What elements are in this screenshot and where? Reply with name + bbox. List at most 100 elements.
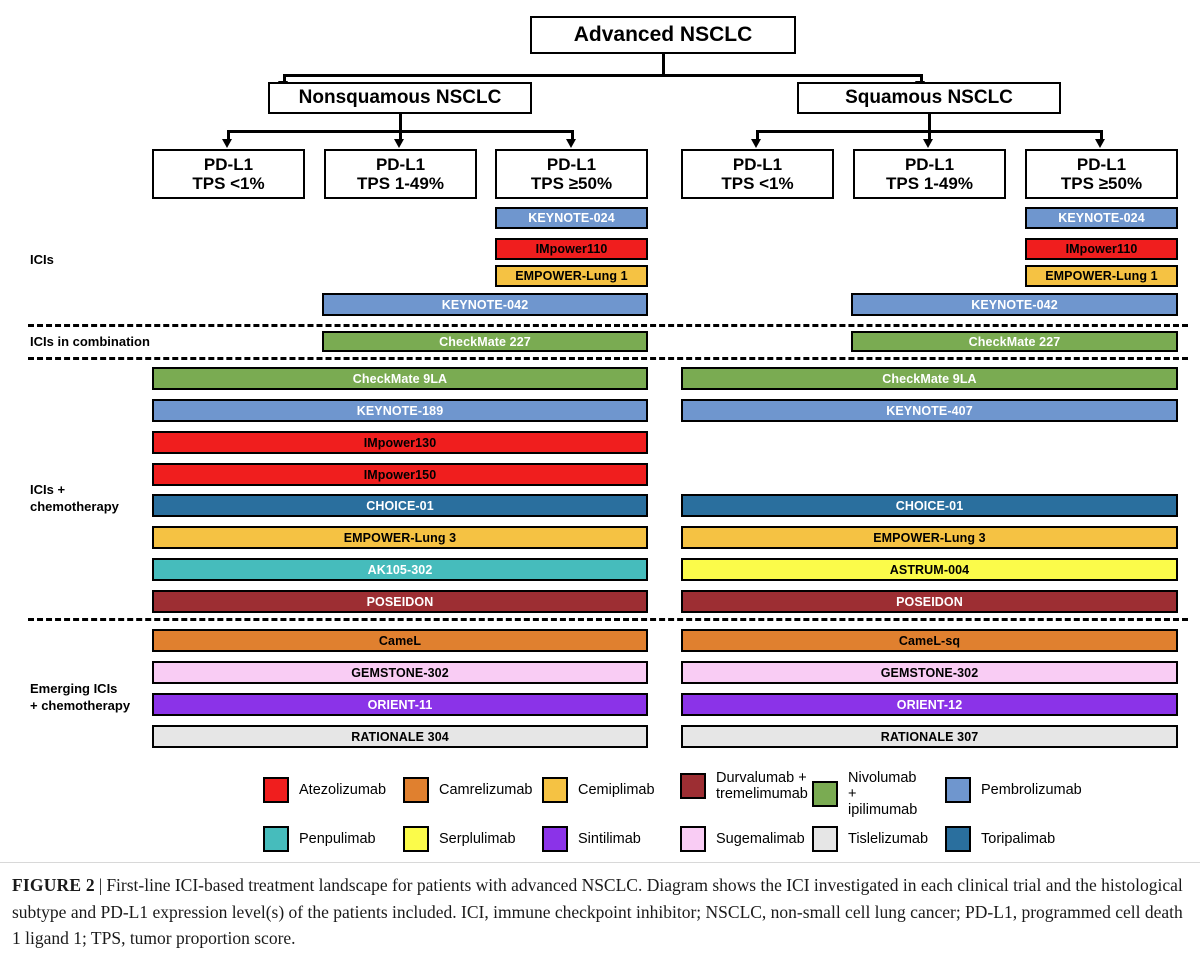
trial-bar-label: RATIONALE 307: [880, 729, 979, 744]
legend-swatch-icon: [542, 777, 568, 803]
separator-above-icis-combination: [28, 324, 1188, 327]
legend-swatch-icon: [542, 826, 568, 852]
trial-bar-empower-lung-3-squamous[interactable]: EMPOWER-Lung 3: [681, 526, 1178, 549]
trial-bar-gemstone-302-squamous[interactable]: GEMSTONE-302: [681, 661, 1178, 684]
trial-bar-label: EMPOWER-Lung 1: [1045, 269, 1158, 283]
trial-bar-orient-12-squamous[interactable]: ORIENT-12: [681, 693, 1178, 716]
legend-label: Atezolizumab: [299, 781, 387, 798]
connector-to-squamous: [920, 74, 923, 83]
trial-bar-label: IMpower110: [1065, 242, 1138, 256]
trial-bar-label: KEYNOTE-042: [441, 297, 529, 312]
trial-bar-keynote-042-squamous[interactable]: KEYNOTE-042: [851, 293, 1178, 316]
legend-item-camrelizumab: Camrelizumab: [403, 777, 532, 803]
legend-swatch-icon: [812, 826, 838, 852]
trial-bar-label: POSEIDON: [896, 594, 963, 609]
trial-bar-impower110-squamous[interactable]: IMpower110: [1025, 238, 1178, 260]
legend-swatch-icon: [945, 826, 971, 852]
connector-root-stem: [662, 54, 665, 75]
arrowhead-nonsq-col2: [394, 139, 404, 148]
trial-bar-label: CameL-sq: [898, 633, 961, 648]
trial-bar-poseidon-nonsquamous[interactable]: POSEIDON: [152, 590, 648, 613]
trial-bar-ak105-302-nonsquamous[interactable]: AK105-302: [152, 558, 648, 581]
trial-bar-keynote-024-squamous[interactable]: KEYNOTE-024: [1025, 207, 1178, 229]
trial-bar-label: CHOICE-01: [895, 498, 964, 513]
subtype-label-squamous: Squamous NSCLC: [845, 87, 1013, 109]
legend-label: Durvalumab + tremelimumab: [716, 770, 808, 803]
section-label-emerging-icis: Emerging ICIs + chemotherapy: [30, 665, 130, 714]
pdl1-box-sq-tps-lt1: PD-L1 TPS <1%: [681, 149, 834, 199]
trial-bar-empower-lung-1-nonsquamous[interactable]: EMPOWER-Lung 1: [495, 265, 648, 287]
legend-item-atezolizumab: Atezolizumab: [263, 777, 386, 803]
trial-bar-impower110-nonsquamous[interactable]: IMpower110: [495, 238, 648, 260]
legend-item-penpulimab: Penpulimab: [263, 826, 376, 852]
trial-bar-label: CheckMate 227: [968, 334, 1061, 349]
trial-bar-checkmate-227-nonsquamous[interactable]: CheckMate 227: [322, 331, 648, 352]
connector-sq-col2: [928, 130, 931, 141]
pdl1-line2: TPS 1-49%: [886, 174, 973, 193]
trial-bar-keynote-042-nonsquamous[interactable]: KEYNOTE-042: [322, 293, 648, 316]
legend-item-nivolumab-ipilimumab: Nivolumab + ipilimumab: [812, 770, 917, 819]
connector-sq-stem: [928, 114, 931, 131]
pdl1-line1: PD-L1: [203, 154, 254, 174]
trial-bar-astrum-004-squamous[interactable]: ASTRUM-004: [681, 558, 1178, 581]
root-box-advanced-nsclc: Advanced NSCLC: [530, 16, 796, 54]
trial-bar-impower130-nonsquamous[interactable]: IMpower130: [152, 431, 648, 454]
trial-bar-keynote-024-nonsquamous[interactable]: KEYNOTE-024: [495, 207, 648, 229]
trial-bar-label: AK105-302: [367, 562, 433, 577]
pdl1-box-nonsq-tps-ge50: PD-L1 TPS ≥50%: [495, 149, 648, 199]
trial-bar-label: EMPOWER-Lung 1: [515, 269, 628, 283]
connector-nonsq-stem: [399, 114, 402, 131]
pdl1-box-nonsq-tps-lt1: PD-L1 TPS <1%: [152, 149, 305, 199]
pdl1-line2: TPS <1%: [721, 174, 794, 193]
trial-bar-poseidon-squamous[interactable]: POSEIDON: [681, 590, 1178, 613]
section-label-icis-combination: ICIs in combination: [30, 334, 150, 350]
legend-label: Camrelizumab: [439, 781, 533, 798]
trial-bar-label: CheckMate 227: [439, 334, 531, 349]
trial-bar-empower-lung-3-nonsquamous[interactable]: EMPOWER-Lung 3: [152, 526, 648, 549]
trial-bar-camel-nonsquamous[interactable]: CameL: [152, 629, 648, 652]
figure-caption-separator: |: [98, 875, 103, 895]
trial-bar-choice-01-nonsquamous[interactable]: CHOICE-01: [152, 494, 648, 517]
legend-item-toripalimab: Toripalimab: [945, 826, 1055, 852]
section-label-icis-text: ICIs: [30, 252, 54, 267]
arrowhead-sq-col3: [1095, 139, 1105, 148]
trial-bar-gemstone-302-nonsquamous[interactable]: GEMSTONE-302: [152, 661, 648, 684]
trial-bar-orient-11-nonsquamous[interactable]: ORIENT-11: [152, 693, 648, 716]
trial-bar-label: ORIENT-11: [367, 697, 433, 712]
legend-swatch-icon: [680, 826, 706, 852]
trial-bar-label: EMPOWER-Lung 3: [343, 530, 457, 545]
section-label-icis: ICIs: [30, 252, 54, 268]
trial-bar-label: CHOICE-01: [366, 498, 434, 513]
legend-item-cemiplimab: Cemiplimab: [542, 777, 655, 803]
trial-bar-rationale-304-nonsquamous[interactable]: RATIONALE 304: [152, 725, 648, 748]
arrowhead-sq-col1: [751, 139, 761, 148]
trial-bar-keynote-189-nonsquamous[interactable]: KEYNOTE-189: [152, 399, 648, 422]
trial-bar-rationale-307-squamous[interactable]: RATIONALE 307: [681, 725, 1178, 748]
trial-bar-label: IMpower130: [363, 435, 437, 450]
pdl1-line1: PD-L1: [546, 154, 597, 174]
legend-swatch-icon: [263, 826, 289, 852]
arrowhead-nonsq-col3: [566, 139, 576, 148]
trial-bar-label: KEYNOTE-042: [971, 297, 1058, 312]
caption-divider: [0, 862, 1200, 863]
pdl1-line1: PD-L1: [375, 154, 426, 174]
trial-bar-choice-01-squamous[interactable]: CHOICE-01: [681, 494, 1178, 517]
trial-bar-label: ASTRUM-004: [889, 562, 970, 577]
trial-bar-empower-lung-1-squamous[interactable]: EMPOWER-Lung 1: [1025, 265, 1178, 287]
trial-bar-keynote-407-squamous[interactable]: KEYNOTE-407: [681, 399, 1178, 422]
legend-swatch-icon: [403, 777, 429, 803]
pdl1-line2: TPS 1-49%: [357, 174, 444, 193]
legend-label: Sugemalimab: [716, 830, 805, 847]
trial-bar-checkmate-9la-nonsquamous[interactable]: CheckMate 9LA: [152, 367, 648, 390]
trial-bar-label: KEYNOTE-407: [886, 403, 973, 418]
trial-bar-impower150-nonsquamous[interactable]: IMpower150: [152, 463, 648, 486]
connector-to-nonsquamous: [283, 74, 286, 83]
legend-swatch-icon: [945, 777, 971, 803]
connector-root-split: [283, 74, 922, 77]
trial-bar-label: POSEIDON: [366, 594, 434, 609]
legend-label: Pembrolizumab: [981, 781, 1082, 798]
legend-label: Toripalimab: [981, 830, 1056, 847]
trial-bar-checkmate-9la-squamous[interactable]: CheckMate 9LA: [681, 367, 1178, 390]
trial-bar-camel-sq-squamous[interactable]: CameL-sq: [681, 629, 1178, 652]
trial-bar-checkmate-227-squamous[interactable]: CheckMate 227: [851, 331, 1178, 352]
